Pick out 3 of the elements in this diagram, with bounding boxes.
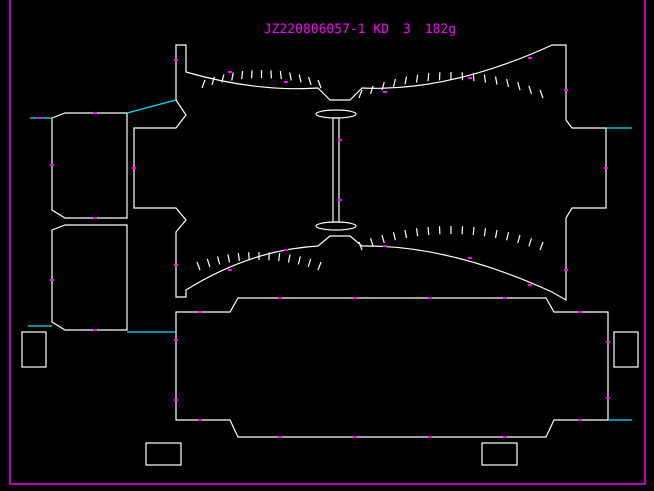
title-note: 182g xyxy=(424,22,456,38)
title-note: 3 xyxy=(403,22,411,38)
drawing-title: JZ220806057-1 KD xyxy=(264,22,390,38)
